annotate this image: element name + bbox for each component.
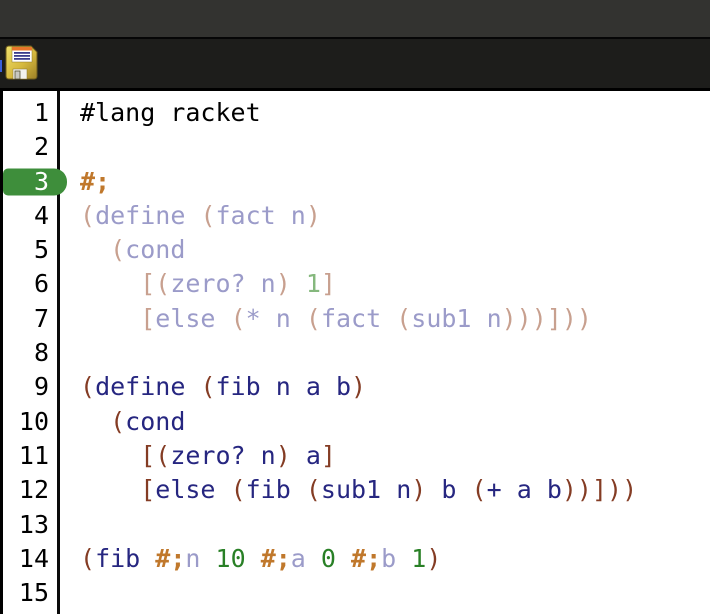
line-number: 3 <box>33 166 49 196</box>
line-number: 13 <box>18 509 49 539</box>
line-number: 6 <box>33 269 49 299</box>
floppy-disk-save-icon <box>5 45 39 80</box>
code-text: (cond <box>110 235 186 265</box>
code-text: #; <box>80 166 111 196</box>
line-number: 5 <box>33 235 49 265</box>
code-line: 5 (cond <box>3 233 710 267</box>
line-number: 8 <box>33 338 49 368</box>
code-text: [(zero? n) a] <box>140 440 336 470</box>
active-line-badge <box>3 168 67 196</box>
code-line: 2 <box>3 130 710 164</box>
toolbar <box>0 37 710 88</box>
code-line: 9 (define (fib n a b) <box>3 370 710 404</box>
code-line: 1 #lang racket <box>3 96 710 130</box>
code-line: 8 <box>3 336 710 370</box>
line-number: 7 <box>33 303 49 333</box>
gutter-separator <box>57 91 60 614</box>
code-line: 14 (fib #;n 10 #;a 0 #;b 1) <box>3 542 710 576</box>
code-text: #lang racket <box>80 98 261 127</box>
code-line: 10 (cond <box>3 405 710 439</box>
line-number: 4 <box>33 200 49 230</box>
save-button[interactable] <box>5 45 39 80</box>
titlebar <box>0 0 710 37</box>
code-line: 15 <box>3 576 710 610</box>
code-text: [else (fib (sub1 n) b (+ a b))])) <box>140 475 638 505</box>
code-line: 7 [else (* n (fact (sub1 n)))])) <box>3 302 710 336</box>
line-number: 2 <box>33 132 49 162</box>
partial-icon <box>0 60 2 72</box>
code-text: (fib #;n 10 #;a 0 #;b 1) <box>80 543 442 573</box>
code-line: 4 (define (fact n) <box>3 199 710 233</box>
code-line: 13 <box>3 508 710 542</box>
code-text: [(zero? n) 1] <box>140 269 336 299</box>
code-line: 11 [(zero? n) a] <box>3 439 710 473</box>
line-number: 12 <box>18 475 49 505</box>
line-number: 10 <box>18 406 49 436</box>
code-text: [else (* n (fact (sub1 n)))])) <box>140 303 592 333</box>
code-line: 6 [(zero? n) 1] <box>3 267 710 301</box>
line-number: 1 <box>33 98 49 127</box>
line-number: 11 <box>18 440 49 470</box>
line-number: 14 <box>18 543 49 573</box>
line-number: 9 <box>33 372 49 402</box>
code-text: (define (fact n) <box>80 200 321 230</box>
line-number: 15 <box>18 578 49 608</box>
code-text: (define (fib n a b) <box>80 372 367 402</box>
code-line: 3 #; <box>3 165 710 199</box>
code-text: (cond <box>110 406 186 436</box>
code-line: 12 [else (fib (sub1 n) b (+ a b))])) <box>3 473 710 507</box>
